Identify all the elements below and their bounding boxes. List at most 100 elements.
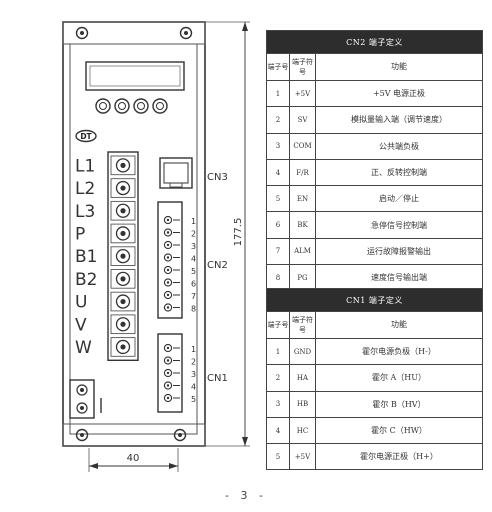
table-row: 8 PG 速度信号输出端 bbox=[266, 264, 483, 292]
connector-pin-center bbox=[166, 346, 170, 350]
terminal-cell bbox=[110, 246, 136, 266]
connector-pin-center bbox=[166, 256, 170, 259]
height-dimension: 177.5 bbox=[205, 21, 250, 447]
pin-number: 1 bbox=[191, 217, 196, 226]
mount-hole-bottom-left bbox=[75, 428, 89, 442]
cn1-connector bbox=[157, 333, 183, 413]
terminal-screw[interactable] bbox=[115, 317, 131, 332]
cn2-row-symbol: EN bbox=[289, 185, 316, 213]
connector-pin-center bbox=[166, 243, 170, 247]
cn2-row-no: 6 bbox=[266, 211, 290, 239]
cn2-definition-table: CN2 端子定义 端子号 端子符号 功能 1 +5V +5V 电源正极 2 SV… bbox=[266, 30, 483, 292]
terminal-label: U bbox=[75, 293, 87, 313]
cn1-table-title: CN1 端子定义 bbox=[266, 288, 483, 312]
connector-pin bbox=[163, 393, 173, 403]
cn2-table-title: CN2 端子定义 bbox=[266, 30, 483, 54]
cn2-row-symbol: COM bbox=[289, 132, 316, 160]
cn1-row-symbol: GND bbox=[289, 337, 316, 366]
connector-pin bbox=[163, 240, 173, 250]
cn1-col-terminal-symbol: 端子符号 bbox=[289, 311, 316, 339]
terminal-screw[interactable] bbox=[115, 339, 131, 355]
terminal-screw[interactable] bbox=[115, 271, 131, 287]
brand-logo-badge bbox=[75, 129, 97, 143]
cn2-row-no: 1 bbox=[266, 79, 290, 108]
pin-number: 3 bbox=[191, 370, 196, 379]
keypad-button-3[interactable] bbox=[133, 98, 149, 114]
connector-pin-center bbox=[166, 231, 170, 234]
cn1-row-no: 5 bbox=[266, 443, 290, 471]
keypad-button-1[interactable] bbox=[95, 98, 111, 114]
terminal-cell bbox=[110, 223, 136, 244]
pin-number: 5 bbox=[191, 395, 196, 404]
cn2-row-function: 运行故障报警输出 bbox=[315, 237, 483, 266]
terminal-cell bbox=[110, 178, 136, 198]
terminal-screw-center bbox=[120, 185, 126, 191]
cn1-row-function: 霍尔电源正极（H+） bbox=[315, 443, 483, 471]
cn2-row-symbol: BK bbox=[289, 211, 316, 239]
table-row: 3 HB 霍尔 B（HV） bbox=[266, 390, 483, 418]
cn3-port bbox=[159, 157, 193, 189]
mount-hole-top-right bbox=[179, 26, 193, 40]
connector-pin-center bbox=[166, 396, 170, 400]
connector-pin bbox=[163, 265, 173, 275]
table-row: 7 ALM 运行故障报警输出 bbox=[266, 237, 483, 266]
cn1-row-no: 4 bbox=[266, 416, 290, 445]
power-terminal-block bbox=[107, 151, 139, 362]
cn1-row-function: 霍尔 C（HW） bbox=[315, 416, 483, 445]
terminal-screw-center bbox=[120, 162, 126, 168]
connector-pin bbox=[163, 356, 173, 365]
terminal-screw[interactable] bbox=[115, 203, 131, 218]
cn2-row-no: 8 bbox=[266, 264, 290, 292]
connector-pin-center bbox=[166, 268, 170, 272]
connector-pin bbox=[163, 215, 173, 225]
cn1-row-no: 2 bbox=[266, 364, 290, 392]
table-row: 3 COM 公共端负极 bbox=[266, 132, 483, 160]
connector-pin-center bbox=[166, 281, 170, 284]
pin-number: 4 bbox=[191, 383, 196, 392]
table-row: 1 +5V +5V 电源正极 bbox=[266, 79, 483, 108]
cn1-row-symbol: HC bbox=[289, 416, 316, 445]
cn2-row-symbol: ALM bbox=[289, 237, 316, 266]
cn2-row-no: 3 bbox=[266, 132, 290, 160]
terminal-label: L1 bbox=[75, 156, 95, 176]
terminal-screw[interactable] bbox=[115, 294, 131, 309]
table-row: 4 F/R 正、反转控制端 bbox=[266, 158, 483, 187]
terminal-screw[interactable] bbox=[115, 248, 131, 264]
cn1-row-function: 霍尔电源负极（H-） bbox=[315, 337, 483, 366]
terminal-screw[interactable] bbox=[115, 158, 131, 173]
cn2-row-symbol: SV bbox=[289, 106, 316, 134]
terminal-screw-center bbox=[120, 344, 126, 350]
width-value: 40 bbox=[127, 453, 140, 464]
terminal-screw[interactable] bbox=[115, 226, 131, 241]
cn2-row-symbol: +5V bbox=[289, 79, 316, 108]
cn1-row-function: 霍尔 B（HV） bbox=[315, 390, 483, 418]
ground-terminal bbox=[69, 379, 95, 419]
cn1-row-symbol: HB bbox=[289, 390, 316, 418]
cn1-col-terminal-no: 端子号 bbox=[266, 311, 290, 339]
terminal-screw-center bbox=[120, 298, 126, 305]
bottom-mount-tab bbox=[62, 423, 206, 447]
display-window bbox=[85, 61, 185, 91]
pin-number: 8 bbox=[191, 305, 196, 314]
cn2-row-no: 4 bbox=[266, 158, 290, 187]
terminal-screw[interactable] bbox=[115, 180, 131, 196]
pin-number: 7 bbox=[191, 292, 196, 301]
keypad-button-4[interactable] bbox=[152, 98, 168, 114]
connector-pin bbox=[163, 368, 173, 378]
connector-pin bbox=[163, 253, 173, 262]
terminal-screw-center bbox=[120, 276, 126, 282]
keypad-button-2[interactable] bbox=[114, 98, 130, 114]
cn1-row-no: 3 bbox=[266, 390, 290, 418]
pin-number: 3 bbox=[191, 242, 196, 251]
cn1-row-no: 1 bbox=[266, 337, 290, 366]
terminal-screw-center bbox=[120, 208, 126, 214]
connector-pin bbox=[163, 343, 173, 353]
terminal-cell bbox=[110, 314, 136, 335]
cn2-row-function: 启动／停止 bbox=[315, 185, 483, 213]
cn3-label: CN3 bbox=[207, 172, 228, 183]
cn2-row-function: 急停信号控制端 bbox=[315, 211, 483, 239]
driver-face-panel bbox=[69, 43, 198, 435]
